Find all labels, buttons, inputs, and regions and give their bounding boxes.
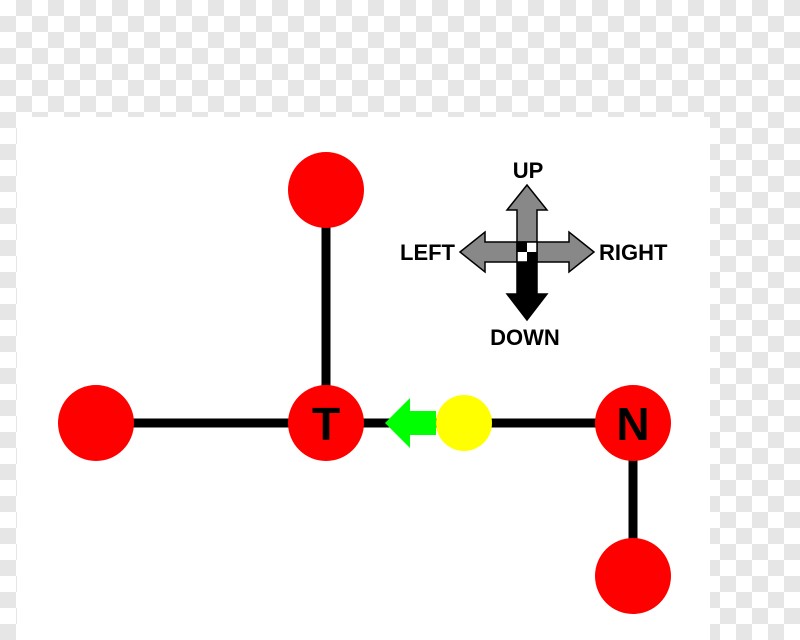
- node-top: [288, 152, 364, 228]
- canvas-area: [17, 117, 710, 640]
- node-n-label: N: [616, 398, 649, 450]
- node-bottom: [595, 538, 671, 614]
- key-center-square-b: [527, 252, 537, 262]
- key-center-square-a: [517, 242, 527, 252]
- node-n: [595, 385, 671, 461]
- left-move-arrow-icon: [385, 398, 436, 448]
- up-label: UP: [513, 158, 544, 183]
- node-left: [58, 385, 134, 461]
- node-t: [288, 385, 364, 461]
- right-label: RIGHT: [599, 240, 668, 265]
- down-label: DOWN: [490, 325, 560, 350]
- direction-key: UP LEFT RIGHT DOWN: [400, 158, 668, 350]
- node-t-label: T: [312, 398, 340, 450]
- node-current: [436, 395, 492, 451]
- left-label: LEFT: [400, 240, 456, 265]
